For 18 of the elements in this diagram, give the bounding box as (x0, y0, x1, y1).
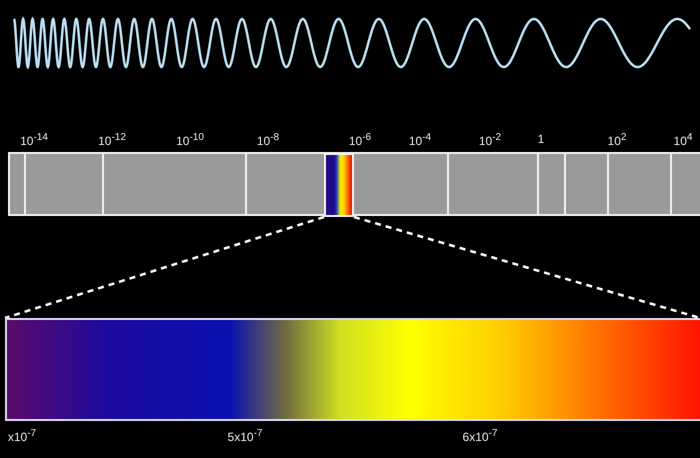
wavelength-label: 10$^{-4}$ (408, 132, 432, 148)
visible-spectrum-bar (5, 318, 700, 421)
wavelength-label: 10$^{-14}$ (20, 132, 48, 148)
visible-band (324, 153, 354, 217)
wavelength-label: 10$^{-6}$ (348, 132, 372, 148)
wavelength-label: 10$^{-10}$ (176, 132, 204, 148)
wavelength-label: 10$^{-12}$ (98, 132, 126, 148)
wavelength-label: 10$^{-8}$ (256, 132, 280, 148)
wavelength-label: x10$^{-7}$ (8, 428, 36, 444)
wavelength-label: 10$^{-2}$ (478, 132, 502, 148)
wavelength-label: 6x10$^{-7}$ (462, 428, 498, 444)
wavelength-label: 5x10$^{-7}$ (228, 428, 262, 444)
wavelength-label: 1 (538, 132, 544, 146)
dashed-line (4, 216, 324, 320)
wavelength-scale-bar (8, 152, 700, 216)
dashed-line (354, 216, 700, 320)
wavelength-label: 10$^{4}$ (674, 132, 692, 148)
wavelength-label: 10$^{2}$ (608, 132, 626, 148)
